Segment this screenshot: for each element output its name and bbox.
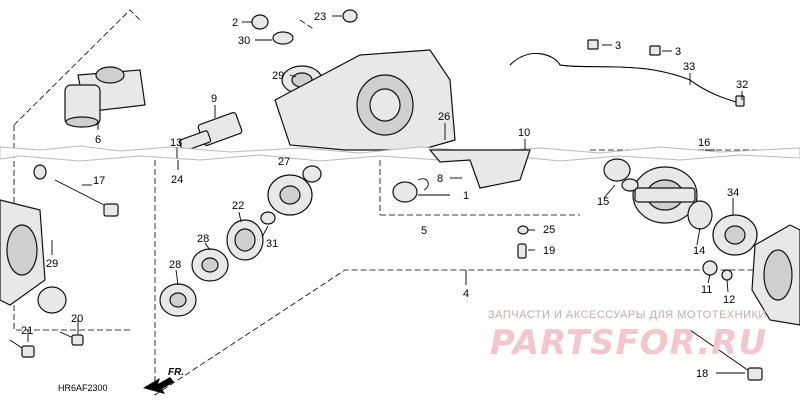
callout: 5 bbox=[421, 225, 427, 237]
callout: 20 bbox=[71, 313, 83, 325]
callout: 12 bbox=[723, 294, 735, 306]
callout: 28 bbox=[169, 259, 181, 271]
callout: 19 bbox=[543, 245, 555, 257]
part-breather-tube bbox=[509, 39, 745, 107]
part-collar bbox=[64, 66, 146, 128]
part-retainer bbox=[392, 149, 531, 259]
part-right-cover bbox=[702, 224, 800, 326]
callout: 11 bbox=[701, 284, 712, 296]
part-bearings bbox=[159, 158, 758, 317]
diagram-code: HR6AF2300 bbox=[58, 383, 108, 393]
direction-arrow-icon bbox=[143, 377, 174, 394]
callout: 25 bbox=[543, 224, 555, 236]
part-main-housing bbox=[274, 49, 456, 151]
callout: 13 bbox=[170, 137, 182, 149]
callout: 15 bbox=[597, 196, 609, 208]
callout: 8 bbox=[437, 173, 443, 185]
callout: 9 bbox=[211, 93, 217, 105]
callout: 14 bbox=[693, 245, 705, 257]
callout: 21 bbox=[21, 325, 33, 337]
callout: 22 bbox=[232, 200, 244, 212]
part-left-cover bbox=[0, 164, 67, 314]
callout: 24 bbox=[171, 174, 183, 186]
callout: 4 bbox=[463, 288, 469, 300]
callout: 3 bbox=[675, 46, 681, 58]
callout: 33 bbox=[683, 61, 695, 73]
part-ring-gear bbox=[632, 166, 698, 224]
callout: 10 bbox=[518, 127, 530, 139]
callout: 32 bbox=[736, 79, 748, 91]
callout: 16 bbox=[698, 137, 710, 149]
callout: 28 bbox=[197, 233, 209, 245]
callout: 6 bbox=[95, 134, 101, 146]
leader-lines bbox=[27, 15, 745, 374]
callout: 3 bbox=[615, 40, 621, 52]
callout: 2 bbox=[232, 17, 238, 29]
part-bolts bbox=[9, 179, 763, 381]
callout: 18 bbox=[696, 368, 708, 380]
direction-label: FR. bbox=[168, 367, 184, 378]
callout: 1 bbox=[463, 190, 469, 202]
callout: 23 bbox=[314, 11, 326, 23]
part-caps bbox=[251, 9, 358, 45]
callout: 17 bbox=[93, 175, 105, 187]
callout: 26 bbox=[438, 111, 450, 123]
callout: 31 bbox=[266, 238, 278, 250]
tear-band bbox=[0, 145, 800, 162]
watermark-brand: PARTSFOR.RU bbox=[490, 323, 767, 363]
callout: 29 bbox=[272, 70, 284, 82]
watermark-caption: ЗАПЧАСТИ И АКСЕССУАРЫ ДЛЯ МОТОТЕХНИКИ bbox=[488, 309, 767, 321]
callout: 34 bbox=[727, 187, 739, 199]
callout-labels: 2 23 30 3 3 29 33 32 9 6 26 10 13 16 27 … bbox=[21, 11, 748, 380]
callout: 27 bbox=[278, 156, 290, 168]
part-pinion bbox=[178, 112, 243, 152]
callout: 29 bbox=[46, 258, 58, 270]
callout: 30 bbox=[238, 35, 250, 47]
